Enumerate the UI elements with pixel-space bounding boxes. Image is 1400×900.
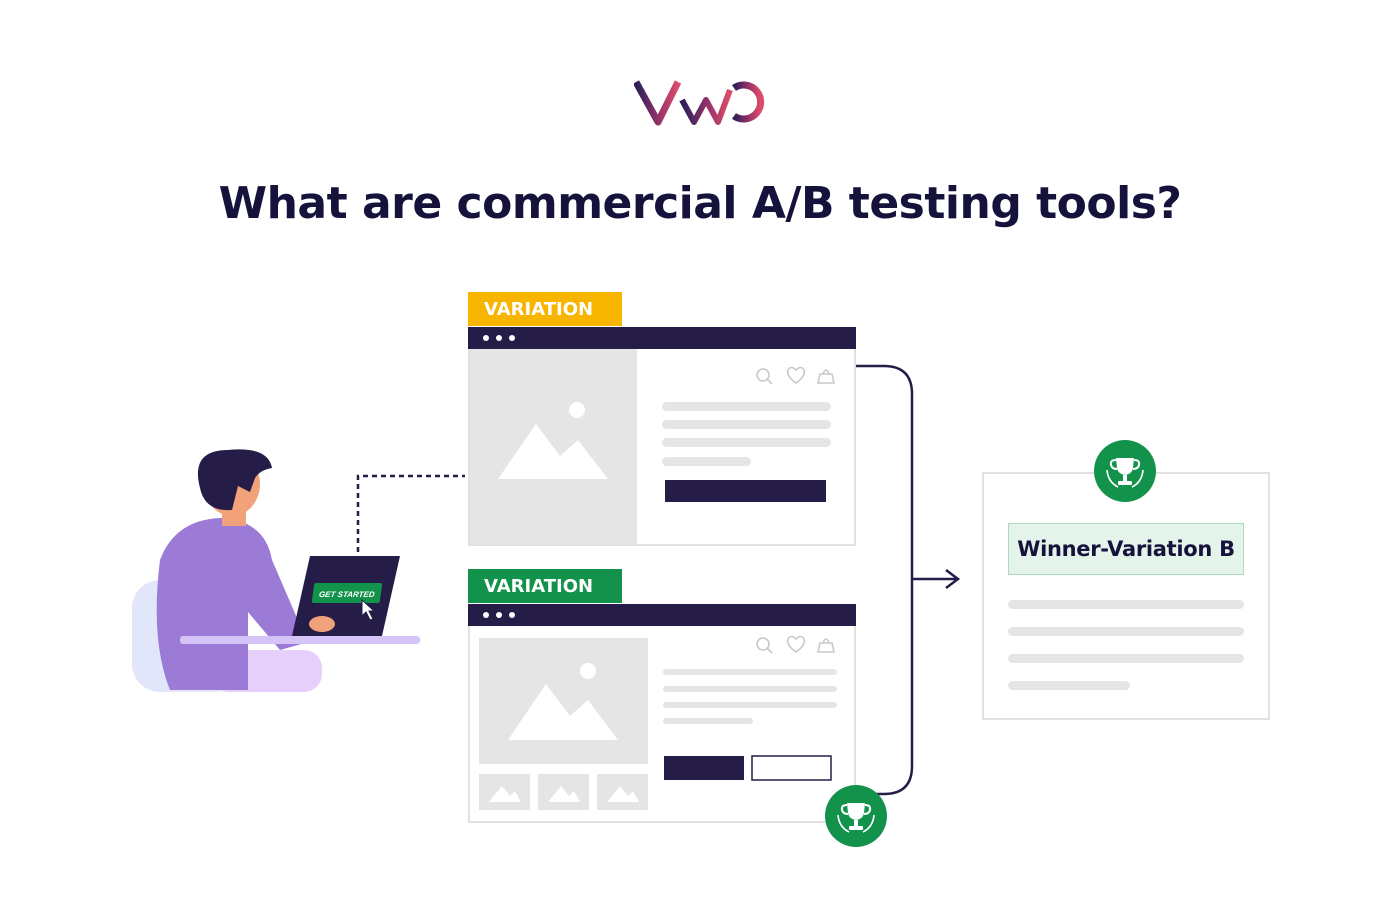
trophy-icon: [825, 785, 887, 847]
bag-icon: [817, 369, 835, 384]
winner-card: [982, 472, 1270, 720]
search-icon: [756, 637, 773, 654]
browser-titlebar: [468, 604, 856, 626]
variation-a-label: VARIATION A: [468, 292, 622, 356]
browser-titlebar: [468, 327, 856, 349]
winner-label: Winner-Variation B: [1008, 523, 1244, 575]
heart-icon: [786, 635, 806, 653]
page-title: What are commercial A/B testing tools?: [218, 178, 1182, 229]
heart-icon: [786, 366, 806, 384]
image-placeholder-icon: [508, 663, 618, 740]
trophy-icon: [1094, 440, 1156, 502]
text-placeholder-line: [1008, 600, 1244, 609]
vwo-logo: [634, 80, 765, 126]
text-placeholder-line: [1008, 627, 1244, 636]
bag-icon: [817, 638, 835, 653]
text-placeholder-line: [1008, 654, 1244, 663]
search-icon: [756, 368, 773, 385]
image-placeholder-icon: [498, 402, 608, 479]
text-placeholder-line: [1008, 681, 1130, 690]
variation-b-label: VARIATION B: [468, 569, 622, 633]
